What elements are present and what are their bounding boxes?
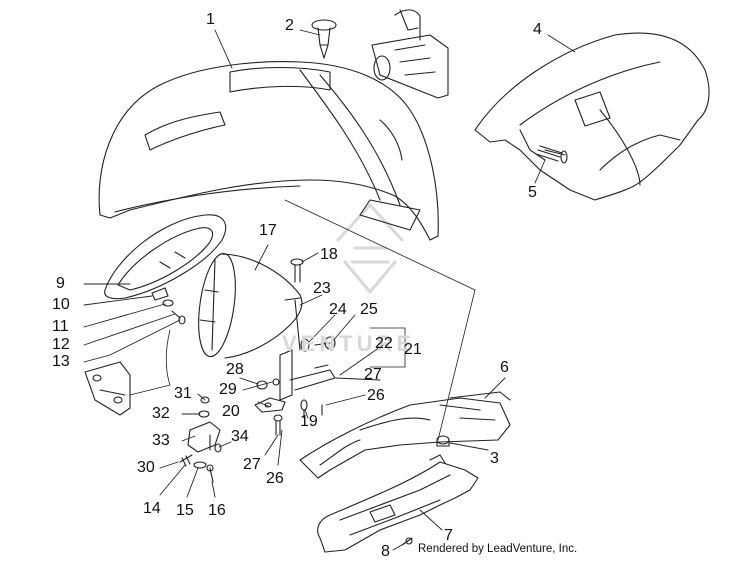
headlight-bracket-part-13 [84, 361, 131, 416]
callout-9: 9 [56, 275, 65, 292]
callout-7: 7 [444, 527, 453, 544]
leadventure-watermark-logo [336, 203, 404, 294]
callout-20: 20 [222, 403, 240, 420]
headlight-bucket-part-17 [198, 252, 303, 359]
callout-23: 23 [313, 280, 331, 297]
callout-12: 12 [52, 336, 70, 353]
license-holder-part-7 [317, 454, 479, 553]
watermark-text: VENTURE [282, 331, 416, 356]
callout-30: 30 [137, 459, 155, 476]
callout-34: 34 [231, 428, 249, 445]
fender-bracket-upper [371, 9, 449, 99]
callout-27b: 27 [243, 456, 261, 473]
callout-16: 16 [208, 502, 226, 519]
callout-33: 33 [152, 432, 170, 449]
rear-hugger-part-4 [474, 32, 710, 201]
callout-14: 14 [143, 500, 161, 517]
callout-2: 2 [285, 17, 294, 34]
callout-4: 4 [533, 21, 542, 38]
nut-washer-parts-28-29 [256, 378, 280, 390]
callout-29: 29 [219, 381, 237, 398]
headlight-trim-ring-part-9 [104, 214, 227, 300]
callout-22: 22 [375, 335, 393, 352]
assembly-guide-lines [129, 199, 476, 441]
nut-part-3 [436, 435, 450, 447]
callout-leader-lines [83, 29, 576, 551]
small-bracket-hardware [179, 396, 222, 483]
bolts-parts-26-27 [273, 414, 283, 436]
callout-13: 13 [52, 353, 70, 370]
rear-support-part-6 [299, 391, 511, 479]
callout-6: 6 [500, 359, 509, 376]
bracket-hardware-parts-23-25 [294, 299, 336, 352]
callout-3: 3 [490, 450, 499, 467]
screw-part-5 [535, 145, 568, 164]
render-credit: Rendered by LeadVenture, Inc. [418, 543, 578, 555]
front-fender-part-1 [98, 61, 439, 241]
push-rivet-part-2 [311, 19, 337, 59]
callout-11: 11 [52, 318, 69, 335]
callout-19: 19 [300, 413, 318, 430]
mount-bracket-parts-19-22 [279, 349, 336, 419]
callout-15: 15 [176, 502, 194, 519]
callout-32: 32 [152, 405, 170, 422]
callout-8: 8 [381, 543, 390, 560]
callout-5: 5 [528, 184, 537, 201]
callout-24: 24 [329, 301, 347, 318]
callout-26a: 26 [367, 387, 385, 404]
callout-21: 21 [404, 341, 422, 358]
trim-fasteners-parts-10-12 [151, 287, 186, 325]
bolt-part-18 [290, 258, 304, 283]
callout-17: 17 [259, 222, 277, 239]
callout-10: 10 [52, 296, 70, 313]
callout-27a: 27 [364, 366, 382, 383]
callout-18: 18 [320, 246, 338, 263]
callout-1: 1 [206, 11, 215, 28]
callout-31: 31 [174, 385, 192, 402]
callout-26b: 26 [266, 470, 284, 487]
callout-28: 28 [226, 361, 244, 378]
callout-25: 25 [360, 301, 378, 318]
